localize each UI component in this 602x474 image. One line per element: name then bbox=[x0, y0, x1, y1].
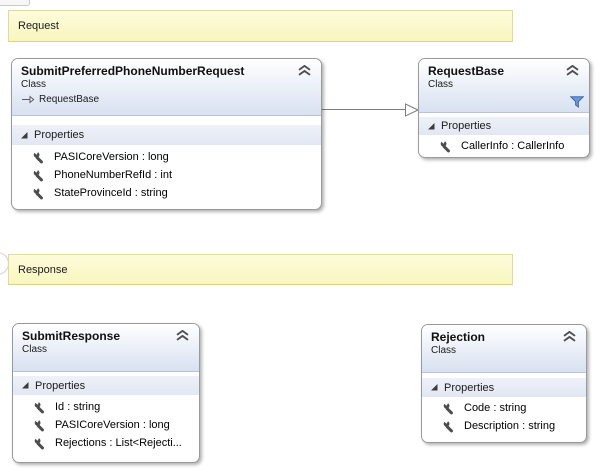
member-row[interactable]: Code : string bbox=[422, 399, 586, 417]
base-type-label: RequestBase bbox=[39, 94, 100, 105]
comment-label: Response bbox=[18, 263, 68, 276]
wrench-icon-slot bbox=[33, 186, 45, 200]
base-type-row: RequestBase bbox=[21, 94, 313, 105]
inheritance-arrowhead-icon bbox=[405, 103, 419, 117]
member-label: Description : string bbox=[464, 420, 556, 432]
member-row[interactable]: PASICoreVersion : long bbox=[13, 416, 199, 434]
wrench-icon bbox=[34, 400, 44, 413]
wrench-icon bbox=[443, 401, 453, 414]
member-label: PASICoreVersion : long bbox=[54, 151, 169, 163]
inheritance-arrow-icon bbox=[22, 95, 35, 104]
offscreen-shape-top-left bbox=[0, 0, 30, 6]
wrench-icon-slot bbox=[33, 168, 45, 182]
filter-icon[interactable] bbox=[570, 96, 584, 108]
collapse-chevron-icon[interactable] bbox=[562, 331, 577, 342]
class-stereotype: Class bbox=[428, 79, 454, 90]
member-list: Id : string PASICoreVersion : long Rejec… bbox=[13, 395, 199, 452]
expander-icon[interactable] bbox=[22, 382, 29, 389]
wrench-icon bbox=[33, 168, 43, 181]
member-label: PhoneNumberRefId : int bbox=[54, 169, 173, 181]
properties-label: Properties bbox=[34, 129, 85, 141]
member-row[interactable]: PASICoreVersion : long bbox=[12, 148, 321, 166]
member-label: StateProvinceId : string bbox=[54, 187, 168, 199]
wrench-icon bbox=[440, 139, 450, 152]
member-row[interactable]: Id : string bbox=[13, 398, 199, 416]
wrench-icon bbox=[33, 186, 43, 199]
wrench-icon bbox=[34, 418, 44, 431]
inheritance-connector-line[interactable] bbox=[322, 109, 408, 110]
wrench-icon-slot bbox=[33, 150, 45, 164]
wrench-icon bbox=[443, 419, 453, 432]
class-header[interactable]: SubmitPreferredPhoneNumberRequest Class … bbox=[12, 59, 321, 116]
member-list: PASICoreVersion : long PhoneNumberRefId … bbox=[12, 145, 321, 202]
wrench-icon bbox=[34, 436, 44, 449]
member-label: CallerInfo : CallerInfo bbox=[461, 140, 565, 152]
class-title: Rejection bbox=[431, 330, 486, 344]
class-header[interactable]: RequestBase Class bbox=[419, 59, 589, 113]
member-row[interactable]: StateProvinceId : string bbox=[12, 184, 321, 202]
wrench-icon bbox=[33, 150, 43, 163]
class-box-request-base[interactable]: RequestBase Class Properties CallerInfo … bbox=[418, 58, 590, 158]
wrench-icon-slot bbox=[443, 401, 455, 415]
wrench-icon-slot bbox=[440, 139, 452, 153]
expander-icon[interactable] bbox=[431, 384, 438, 391]
comment-label: Request bbox=[18, 20, 59, 32]
class-title: SubmitPreferredPhoneNumberRequest bbox=[21, 64, 245, 78]
collapse-chevron-icon[interactable] bbox=[565, 65, 580, 76]
comment-response[interactable]: Response bbox=[8, 254, 513, 285]
member-label: PASICoreVersion : long bbox=[55, 419, 170, 431]
wrench-icon-slot bbox=[34, 418, 46, 432]
wrench-icon-slot bbox=[34, 400, 46, 414]
properties-header[interactable]: Properties bbox=[422, 378, 586, 397]
properties-label: Properties bbox=[444, 381, 495, 394]
properties-header[interactable]: Properties bbox=[419, 117, 589, 135]
member-label: Code : string bbox=[464, 402, 527, 414]
collapse-chevron-icon[interactable] bbox=[297, 65, 312, 76]
member-row[interactable]: Description : string bbox=[422, 417, 586, 435]
member-list: Code : string Description : string bbox=[422, 397, 586, 435]
class-header[interactable]: SubmitResponse Class bbox=[13, 324, 199, 372]
expander-icon[interactable] bbox=[21, 131, 28, 139]
member-row[interactable]: PhoneNumberRefId : int bbox=[12, 166, 321, 184]
class-box-rejection[interactable]: Rejection Class Properties Code : string… bbox=[421, 324, 587, 443]
class-stereotype: Class bbox=[431, 345, 457, 356]
class-box-submit-preferred-phone-number-request[interactable]: SubmitPreferredPhoneNumberRequest Class … bbox=[11, 58, 322, 210]
properties-label: Properties bbox=[35, 379, 86, 392]
class-box-submit-response[interactable]: SubmitResponse Class Properties Id : str… bbox=[12, 323, 200, 463]
class-title: SubmitResponse bbox=[22, 329, 121, 343]
properties-header[interactable]: Properties bbox=[12, 125, 321, 145]
member-row[interactable]: CallerInfo : CallerInfo bbox=[419, 137, 589, 155]
class-header[interactable]: Rejection Class bbox=[422, 325, 586, 373]
member-label: Rejections : List<Rejecti... bbox=[55, 437, 182, 449]
class-stereotype: Class bbox=[22, 344, 48, 355]
class-title: RequestBase bbox=[428, 64, 505, 78]
comment-request[interactable]: Request bbox=[8, 10, 513, 42]
member-label: Id : string bbox=[55, 401, 101, 413]
collapse-chevron-icon[interactable] bbox=[175, 330, 190, 341]
member-list: CallerInfo : CallerInfo bbox=[419, 135, 589, 155]
class-stereotype: Class bbox=[21, 79, 47, 90]
expander-icon[interactable] bbox=[428, 122, 435, 130]
properties-label: Properties bbox=[441, 120, 492, 132]
properties-header[interactable]: Properties bbox=[13, 376, 199, 395]
wrench-icon-slot bbox=[443, 419, 455, 433]
member-row[interactable]: Rejections : List<Rejecti... bbox=[13, 434, 199, 452]
wrench-icon-slot bbox=[34, 436, 46, 450]
